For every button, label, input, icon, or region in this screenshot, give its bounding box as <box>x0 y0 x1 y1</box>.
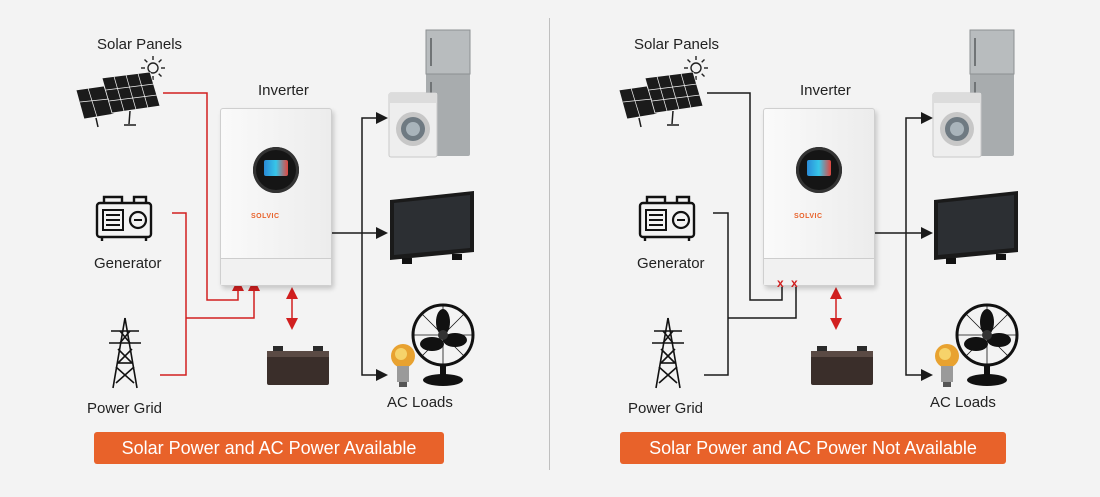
ac-loads-label: AC Loads <box>387 394 453 411</box>
washing-machine-icon <box>388 92 438 158</box>
light-bulb-icon <box>935 344 959 387</box>
fan-icon <box>955 303 1019 386</box>
left-panel: Solar Panels Inverter Generator Power Gr… <box>75 29 475 464</box>
inverter-display <box>796 147 842 193</box>
generator-label: Generator <box>637 255 705 272</box>
light-bulb-icon <box>391 344 415 387</box>
scenario-banner: Solar Power and AC Power Available <box>94 432 444 464</box>
battery-icon <box>267 346 329 385</box>
generator-label: Generator <box>94 255 162 272</box>
solar-panel-icon <box>75 72 161 128</box>
inverter-label: Inverter <box>258 82 309 99</box>
cut-mark-solar: x <box>777 276 784 290</box>
inverter-brand-logo: SOLVIC <box>251 213 280 220</box>
tv-icon <box>934 191 1018 264</box>
inverter-brand-logo: SOLVIC <box>794 213 823 220</box>
solar-panels-label: Solar Panels <box>634 36 720 53</box>
cut-mark-grid: x <box>791 276 798 290</box>
right-panel: Solar Panels Inverter Generator Power Gr… <box>550 0 1100 497</box>
battery-icon <box>811 346 873 385</box>
power-pylon-icon <box>652 317 684 389</box>
generator-icon <box>95 195 153 241</box>
tv-icon <box>390 191 474 264</box>
power-grid-label: Power Grid <box>87 400 163 417</box>
right-wiring <box>704 92 933 381</box>
generator-icon <box>638 195 696 241</box>
washing-machine-icon <box>932 92 982 158</box>
inverter-base <box>221 258 331 285</box>
solar-panel-icon <box>618 72 704 128</box>
fan-icon <box>411 303 475 386</box>
panel-divider <box>549 18 550 470</box>
inverter-display <box>253 147 299 193</box>
left-wiring <box>160 92 388 381</box>
inverter-unit: SOLVIC <box>220 108 332 286</box>
inverter-unit: SOLVIC <box>763 108 875 286</box>
power-pylon-icon <box>109 317 141 389</box>
power-grid-label: Power Grid <box>628 400 704 417</box>
ac-loads-label: AC Loads <box>930 394 996 411</box>
inverter-base <box>764 258 874 285</box>
inverter-label: Inverter <box>800 82 851 99</box>
scenario-banner: Solar Power and AC Power Not Available <box>620 432 1006 464</box>
solar-panels-label: Solar Panels <box>97 36 183 53</box>
